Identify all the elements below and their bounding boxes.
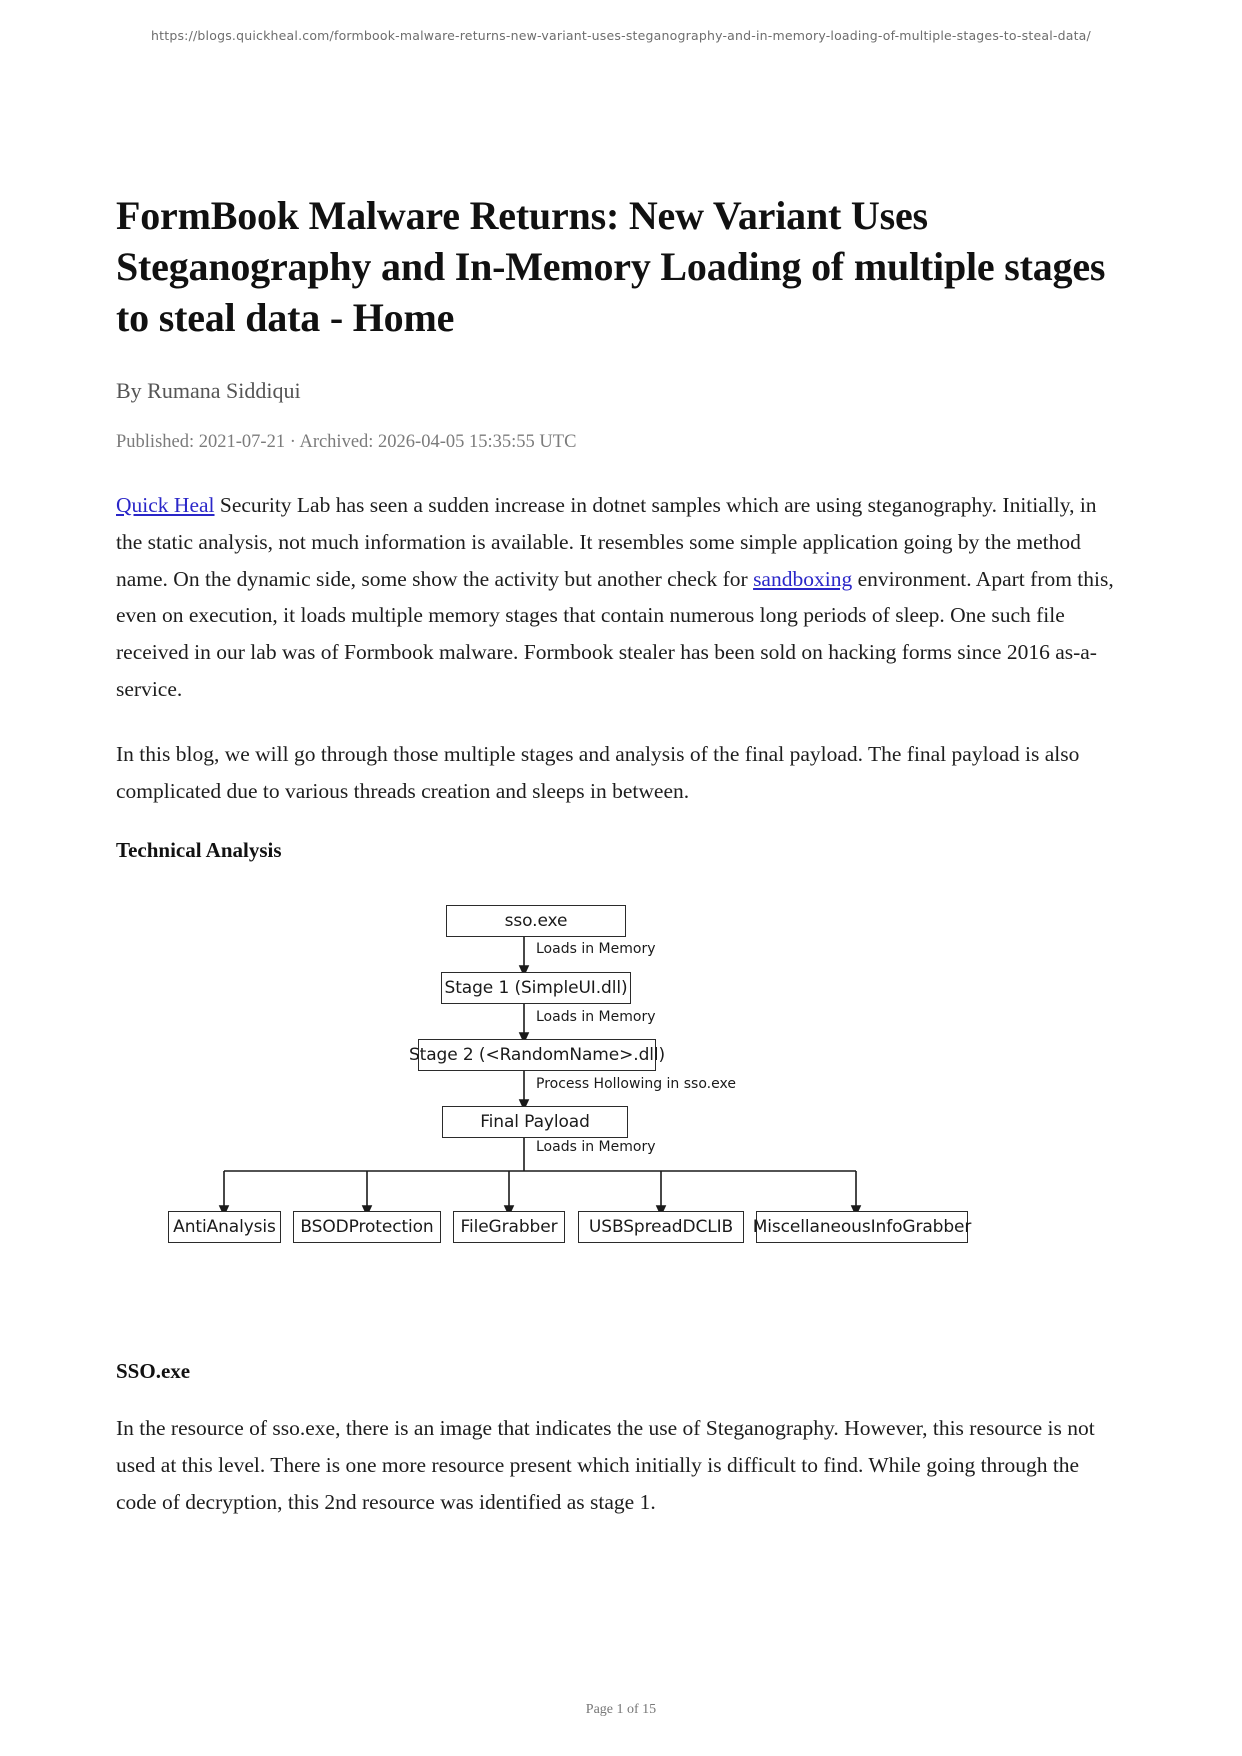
- flow-diagram: sso.exe Loads in Memory Stage 1 (SimpleU…: [116, 889, 1121, 1289]
- link-quick-heal[interactable]: Quick Heal: [116, 492, 215, 517]
- heading-sso-exe: SSO.exe: [116, 1359, 191, 1384]
- edge-label-process-hollowing: Process Hollowing in sso.exe: [536, 1076, 736, 1093]
- paragraph-intro-part2: environment. Apart from this, even on ex…: [116, 566, 1114, 702]
- article-content: FormBook Malware Returns: New Variant Us…: [116, 190, 1121, 1549]
- edge-label-loads-in-memory-3: Loads in Memory: [536, 1139, 656, 1156]
- page-indicator: Page 1 of 15: [585, 1702, 657, 1717]
- paragraph-intro: Quick Heal Security Lab has seen a sudde…: [116, 487, 1121, 709]
- node-usbspreaddclib: USBSpreadDCLIB: [578, 1211, 744, 1244]
- node-bsodprotection: BSODProtection: [293, 1211, 441, 1244]
- node-sso-exe: sso.exe: [446, 905, 626, 938]
- node-stage-2: Stage 2 (<RandomName>.dll): [409, 1039, 665, 1072]
- node-stage-1: Stage 1 (SimpleUI.dll): [441, 972, 631, 1005]
- paragraph-sso-resource: In the resource of sso.exe, there is an …: [116, 1416, 1095, 1515]
- node-final-payload: Final Payload: [442, 1106, 628, 1139]
- archived-url: https://blogs.quickheal.com/formbook-mal…: [151, 28, 1091, 43]
- edge-label-loads-in-memory-2: Loads in Memory: [536, 1009, 656, 1026]
- flow-diagram-connectors: [218, 937, 862, 1218]
- page-title: FormBook Malware Returns: New Variant Us…: [116, 193, 1106, 341]
- node-antianalysis: AntiAnalysis: [168, 1211, 281, 1244]
- heading-technical-analysis: Technical Analysis: [116, 838, 282, 863]
- paragraph-intro-part1: Security Lab has seen a sudden increase …: [116, 492, 1097, 591]
- paragraph-overview: In this blog, we will go through those m…: [116, 742, 1080, 804]
- edge-label-loads-in-memory-1: Loads in Memory: [536, 941, 656, 958]
- article-byline: By Rumana Siddiqui: [116, 377, 301, 403]
- article-meta: Published: 2021-07-21 · Archived: 2026-0…: [116, 431, 577, 452]
- node-filegrabber: FileGrabber: [453, 1211, 565, 1244]
- node-miscellaneousinfograbber: MiscellaneousInfoGrabber: [753, 1211, 971, 1244]
- link-sandboxing[interactable]: sandboxing: [753, 566, 853, 591]
